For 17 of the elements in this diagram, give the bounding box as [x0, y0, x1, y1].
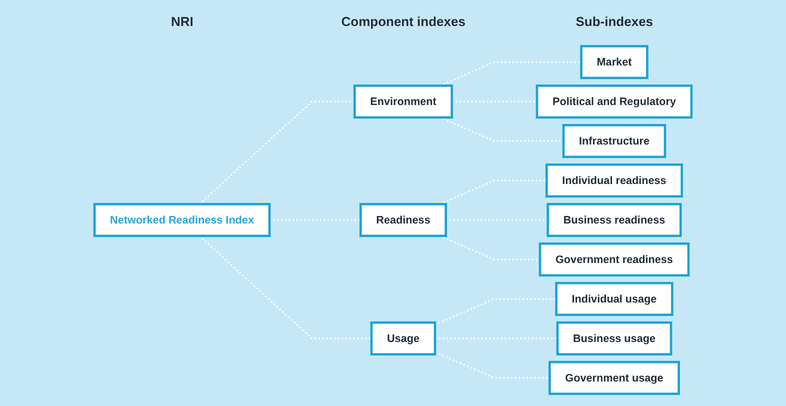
index-box: Readiness — [359, 202, 447, 238]
index-box: Infrastructure — [562, 124, 666, 158]
column-heading: NRI — [171, 14, 194, 29]
column-heading: Component indexes — [341, 14, 466, 29]
index-box: Individual usage — [555, 282, 674, 316]
index-box: Environment — [353, 84, 454, 119]
index-box: Political and Regulatory — [536, 84, 693, 119]
dotted-connector — [452, 100, 538, 102]
column-heading: Sub-indexes — [576, 14, 654, 29]
index-box: Market — [580, 45, 648, 80]
index-box: Government readiness — [538, 242, 690, 277]
index-box: Usage — [370, 321, 436, 356]
index-box: Business usage — [556, 321, 672, 356]
index-box: Business readiness — [546, 202, 682, 238]
index-box: Individual readiness — [545, 163, 683, 198]
index-box: Government usage — [548, 360, 680, 395]
index-box: Networked Readiness Index — [93, 202, 271, 238]
